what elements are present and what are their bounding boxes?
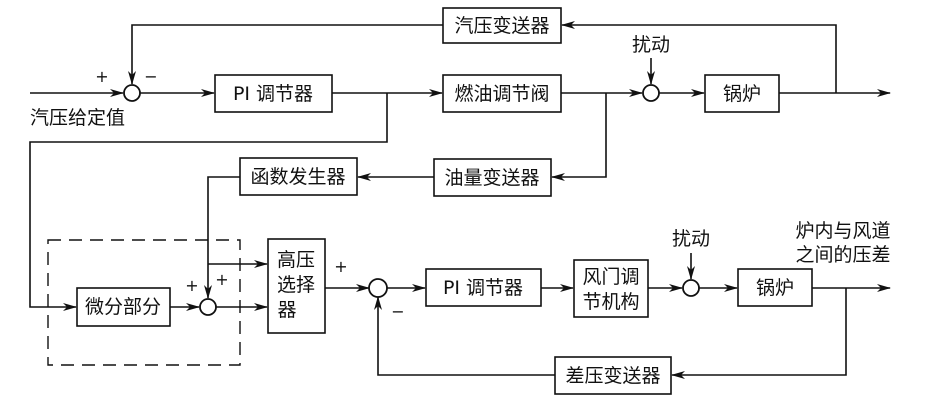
valve-to-oil-transmitter-line <box>551 93 607 181</box>
block-high-selector: 高压 选择 器 <box>267 238 326 334</box>
block-boiler-bottom: 锅炉 <box>737 268 813 307</box>
disturbance-bottom-label: 扰动 <box>672 228 710 250</box>
output-label-line-2: 之间的压差 <box>795 244 890 266</box>
block-pi-controller-bottom: PI 调节器 <box>425 268 542 307</box>
summing-junction-5 <box>682 279 700 297</box>
block-label: PI 调节器 <box>443 277 523 299</box>
output-label-line-1: 炉内与风道 <box>795 220 890 242</box>
block-oil-flow-transmitter: 油量变送器 <box>433 158 552 197</box>
block-label: 燃油调节阀 <box>454 83 549 105</box>
diff-pressure-feedback-line <box>671 288 847 379</box>
block-label-line-3: 器 <box>277 299 296 321</box>
sum1-minus-sign: − <box>144 67 157 86</box>
function-gen-to-sum3-line <box>204 176 240 299</box>
block-label-line-2: 选择 <box>277 274 315 296</box>
diff-transmitter-to-sum4-line <box>374 296 555 376</box>
block-label-line-1: 风门调 <box>582 266 639 288</box>
block-label: 微分部分 <box>85 296 161 318</box>
block-label: 函数发生器 <box>250 166 345 188</box>
block-differential-part: 微分部分 <box>76 287 171 327</box>
summing-junction-3 <box>199 298 217 316</box>
sum1-plus-sign: + <box>95 67 108 86</box>
block-label: 油量变送器 <box>444 167 539 189</box>
summing-junction-1 <box>123 84 141 102</box>
block-label: 汽压变送器 <box>454 15 549 37</box>
summing-junction-4 <box>368 278 388 298</box>
sum3-plus-left-sign: + <box>185 276 198 295</box>
pi-to-differential-line <box>29 93 388 311</box>
summing-junction-2 <box>642 84 660 102</box>
sum4-minus-sign: − <box>391 302 404 321</box>
block-label: 锅炉 <box>723 83 761 105</box>
setpoint-label: 汽压给定值 <box>30 107 125 129</box>
block-steam-pressure-transmitter: 汽压变送器 <box>442 7 562 44</box>
differential-group-dashed-box <box>47 239 241 366</box>
sum3-plus-right-sign: + <box>215 270 228 289</box>
block-diff-pressure-transmitter: 差压变送器 <box>554 356 672 395</box>
block-function-generator: 函数发生器 <box>239 157 358 196</box>
disturbance-top-label: 扰动 <box>632 34 670 56</box>
sum4-plus-sign: + <box>334 257 347 276</box>
block-label: 差压变送器 <box>565 365 660 387</box>
transmitter-to-sum1-line <box>128 24 443 85</box>
block-label: 锅炉 <box>756 277 794 299</box>
block-fuel-valve: 燃油调节阀 <box>442 74 562 113</box>
block-damper-actuator: 风门调 节机构 <box>573 259 649 318</box>
steam-feedback-line <box>561 21 837 93</box>
block-boiler-top: 锅炉 <box>704 74 780 113</box>
signal-lines <box>29 21 891 379</box>
block-label-line-2: 节机构 <box>582 291 639 313</box>
block-label: PI 调节器 <box>233 83 313 105</box>
block-pi-controller-top: PI 调节器 <box>214 74 333 113</box>
block-label-line-1: 高压 <box>277 249 315 271</box>
